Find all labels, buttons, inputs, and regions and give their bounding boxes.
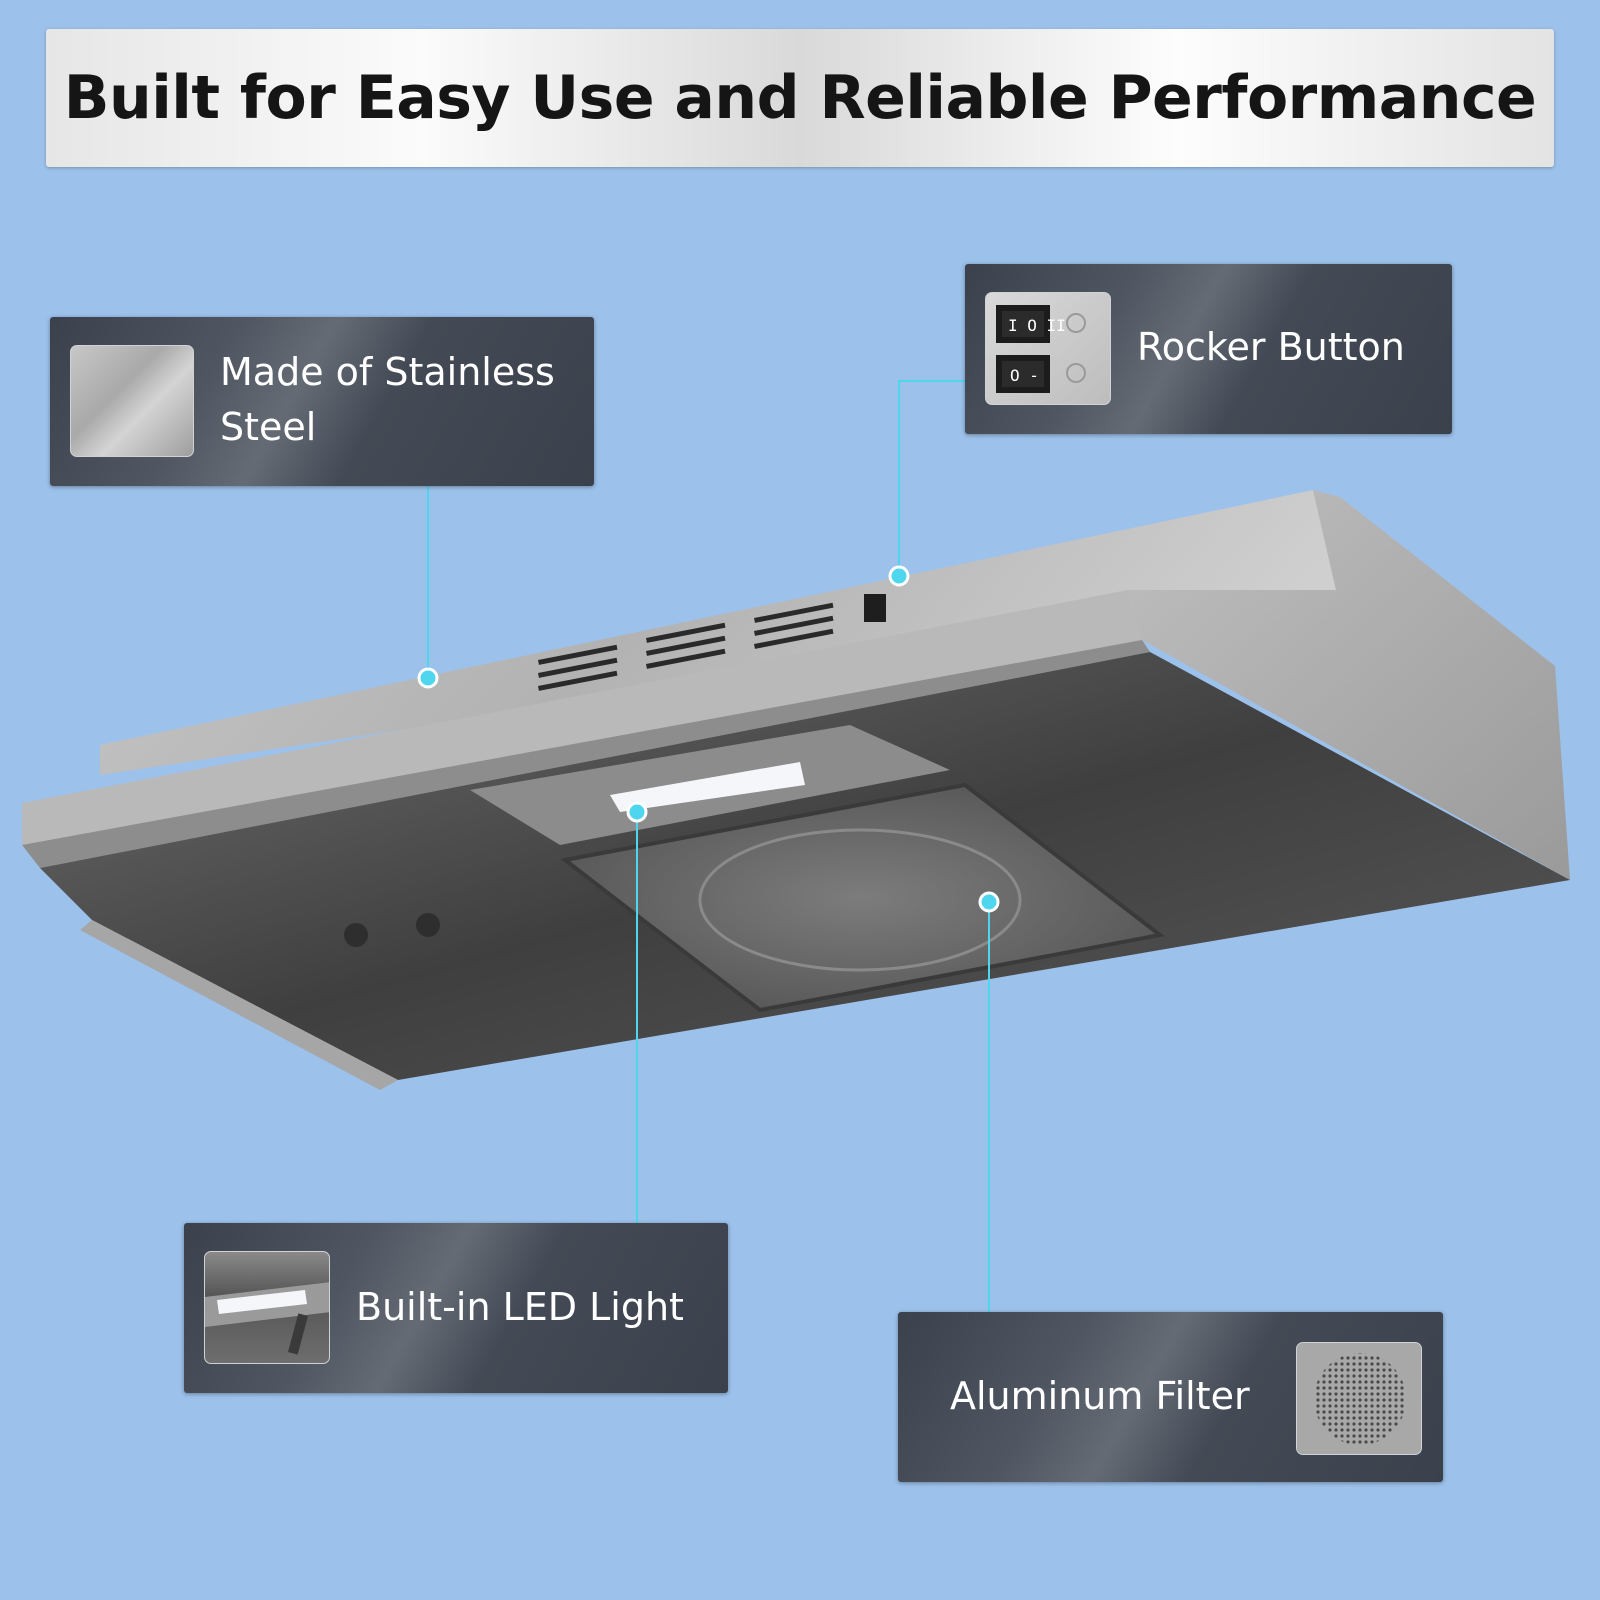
callout-aluminum-filter-label: Aluminum Filter (950, 1374, 1250, 1418)
aluminum-filter (560, 782, 1165, 1013)
callout-stainless-steel-label: Made of Stainless Steel (220, 350, 555, 449)
rocker-switch-panel-icon: I O II O - (985, 292, 1111, 405)
hood-top-surface (100, 490, 1336, 775)
title-banner: Built for Easy Use and Reliable Performa… (46, 29, 1554, 167)
callout-led-light-label: Built-in LED Light (356, 1285, 684, 1329)
vent-slots (538, 602, 834, 691)
callout-rocker-button: I O II O - Rocker Button (965, 264, 1452, 434)
callout-rocker-button-label: Rocker Button (1137, 325, 1405, 369)
led-light-closeup-icon (204, 1251, 330, 1364)
callout-led-light: Built-in LED Light (184, 1223, 728, 1393)
leader-dots (417, 565, 1000, 913)
rocker-switch (864, 594, 886, 622)
callout-aluminum-filter: Aluminum Filter (898, 1312, 1443, 1482)
svg-text:I O II: I O II (1008, 316, 1066, 335)
callout-stainless-steel: Made of Stainless Steel (50, 317, 594, 486)
page-title: Built for Easy Use and Reliable Performa… (63, 63, 1537, 133)
hood-right-side (1128, 490, 1570, 880)
svg-text:O -: O - (1010, 366, 1039, 385)
leader-lines (427, 380, 990, 1312)
mesh-filter-closeup-icon (1296, 1342, 1422, 1455)
hood-front-lip (22, 590, 1142, 845)
brushed-steel-swatch-icon (70, 345, 194, 457)
